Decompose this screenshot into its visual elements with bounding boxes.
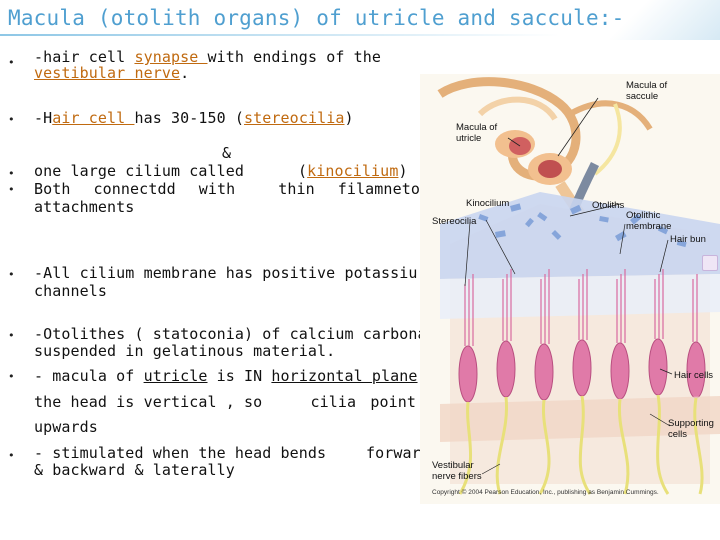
label-stereocilia: Stereocilia bbox=[432, 216, 477, 227]
label-macula-saccule: Macula of saccule bbox=[626, 80, 668, 102]
text: -H bbox=[34, 109, 53, 127]
text-line-12: - macula of utricle is IN horizontal pla… bbox=[34, 368, 418, 385]
hair-cell-link[interactable]: air cell bbox=[52, 109, 135, 127]
text: utricle bbox=[143, 367, 208, 385]
slide-title: Macula (otolith organs) of utricle and s… bbox=[8, 6, 625, 30]
label-kinocilium: Kinocilium bbox=[466, 198, 510, 209]
bullet-1: • bbox=[8, 56, 15, 69]
title-rule bbox=[0, 34, 560, 36]
copyright-notice: Copyright © 2004 Pearson Education, Inc.… bbox=[432, 489, 659, 496]
text: ) bbox=[344, 109, 354, 127]
text-line-9: channels bbox=[34, 282, 108, 300]
bullet-7: • bbox=[8, 370, 15, 383]
text: filamneto bbox=[337, 180, 420, 198]
text: -hair cell bbox=[34, 48, 135, 66]
text-line-5: one large cilium called bbox=[34, 163, 244, 180]
text-line-5b: (kinocilium) bbox=[298, 163, 408, 180]
stereocilia-link[interactable]: stereocilia bbox=[244, 109, 345, 127]
text: with endings of the bbox=[207, 48, 381, 66]
text-line-10: -Otolithes ( statoconia) of calcium carb… bbox=[34, 325, 427, 343]
kinocilium-link[interactable]: kinocilium bbox=[307, 162, 399, 180]
label-hair-cells: Hair cells bbox=[674, 370, 714, 381]
text-line-15b: forwar bbox=[366, 444, 421, 462]
text: cilia bbox=[310, 393, 357, 411]
bullet-2: • bbox=[8, 113, 15, 126]
text-line-1: -hair cell synapse with endings of the bbox=[34, 49, 381, 66]
text: ) bbox=[398, 162, 408, 180]
text: thin bbox=[278, 180, 315, 198]
text: ( bbox=[298, 162, 308, 180]
text-line-8: -All cilium membrane has positive potass… bbox=[34, 264, 418, 282]
text: Both bbox=[34, 180, 71, 198]
text: . bbox=[180, 64, 190, 82]
bullet-5: • bbox=[8, 268, 15, 281]
synapse-link[interactable]: synapse bbox=[134, 48, 208, 66]
text-line-2: vestibular nerve. bbox=[34, 65, 189, 82]
hair-cells bbox=[458, 269, 706, 403]
text-line-16: & backward & laterally bbox=[34, 461, 235, 479]
text: is IN bbox=[207, 367, 272, 385]
bullet-6: • bbox=[8, 329, 15, 342]
label-otolithic-membrane: Otolithic membrane bbox=[626, 210, 672, 232]
text: - stimulated when the head bends bbox=[34, 444, 327, 462]
text-line-13: the head is vertical , so cilia point bbox=[34, 394, 416, 411]
label-vestibular-nerve-fibers: Vestibular nerve fibers bbox=[432, 460, 482, 482]
text: connectdd bbox=[93, 180, 176, 198]
label-macula-utricle: Macula of utricle bbox=[456, 122, 498, 144]
macula-diagram: Macula of saccule Macula of utricle Kino… bbox=[420, 74, 720, 504]
bullet-3: • bbox=[8, 167, 15, 180]
nerve-fibers bbox=[458, 394, 704, 495]
text-line-14: upwards bbox=[34, 418, 98, 436]
bullet-4: • bbox=[8, 183, 15, 196]
text-line-3: -Hair cell has 30-150 (stereocilia) bbox=[34, 110, 354, 127]
label-supporting-cells: Supporting cells bbox=[668, 418, 714, 440]
bullet-8: • bbox=[8, 449, 15, 462]
text: - macula of bbox=[34, 367, 144, 385]
text-line-7: attachments bbox=[34, 198, 135, 216]
text-line-4: & bbox=[222, 144, 232, 162]
vestibular-nerve-link[interactable]: vestibular nerve bbox=[34, 64, 181, 82]
macula-illustration bbox=[437, 77, 720, 495]
corner-decoration bbox=[600, 0, 720, 40]
label-otoliths: Otoliths bbox=[592, 200, 625, 211]
text: with bbox=[198, 180, 236, 198]
text: has 30-150 ( bbox=[134, 109, 245, 127]
text: one large cilium called bbox=[34, 162, 245, 180]
text-line-6: Both connectdd with thin filamneto bbox=[34, 181, 420, 198]
text-line-11: suspended in gelatinous material. bbox=[34, 342, 336, 360]
text: point bbox=[370, 393, 416, 411]
text: the head is vertical , so bbox=[34, 393, 263, 411]
text: horizontal plane bbox=[271, 367, 418, 385]
side-decoration bbox=[702, 255, 718, 271]
label-hair-bundle: Hair bun bbox=[670, 234, 706, 245]
text-line-15: - stimulated when the head bends bbox=[34, 445, 326, 462]
